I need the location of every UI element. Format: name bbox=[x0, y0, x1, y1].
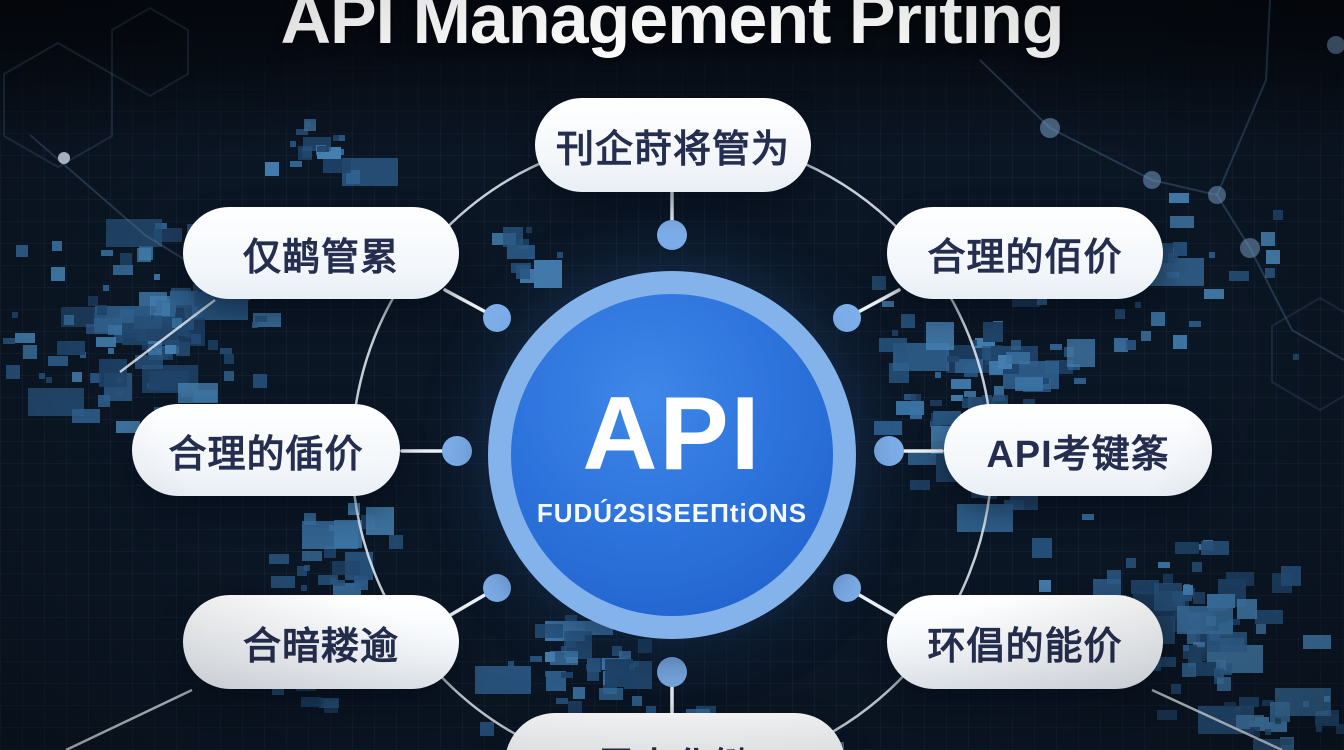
node-top: 刊企莳将管为 bbox=[535, 98, 811, 192]
constellation-dot bbox=[1240, 238, 1260, 258]
constellation-dot bbox=[1040, 118, 1060, 138]
node-bottom-right-label: 环倡的能价 bbox=[927, 625, 1123, 668]
api-hub-circle: API FUDÚ2SISEEΠtiONS bbox=[511, 294, 833, 616]
connector-dot-left bbox=[442, 436, 472, 466]
corner-lines bbox=[65, 299, 1283, 750]
node-bottom: 昆卡化键 bbox=[505, 713, 845, 750]
connector-dots bbox=[442, 220, 904, 687]
decor-line bbox=[1151, 688, 1283, 750]
hub-title: API bbox=[582, 375, 762, 492]
node-right: API考键筿 bbox=[944, 404, 1212, 496]
node-top-right: 合理的佰价 bbox=[887, 207, 1163, 299]
node-right-label: API考键筿 bbox=[986, 433, 1170, 476]
hexagon-outline bbox=[1271, 296, 1344, 412]
node-top-left: 仅鹋管累 bbox=[183, 207, 459, 299]
node-left: 合理的偛价 bbox=[132, 404, 400, 496]
node-top-left-label: 仅鹋管累 bbox=[242, 236, 399, 279]
node-left-label: 合理的偛价 bbox=[168, 433, 364, 476]
hexagon-outline bbox=[111, 6, 189, 98]
constellation-dots bbox=[58, 36, 1344, 258]
node-bottom-right: 环倡的能价 bbox=[887, 595, 1163, 689]
node-top-label: 刊企莳将管为 bbox=[555, 128, 790, 171]
connector-dot-top bbox=[657, 220, 687, 250]
hexagon-outline bbox=[3, 41, 113, 169]
connector-dot-topleft bbox=[483, 304, 511, 332]
decor-line bbox=[119, 299, 216, 373]
page-title: API Management Priting bbox=[280, 0, 1064, 58]
constellation-dot bbox=[58, 152, 70, 164]
constellation-line bbox=[1216, 0, 1271, 196]
node-bottom-label: 昆卡化键 bbox=[597, 736, 753, 750]
constellation-dot bbox=[1208, 186, 1226, 204]
decor-line bbox=[65, 688, 193, 750]
hub-subtitle: FUDÚ2SISEEΠtiONS bbox=[536, 497, 808, 528]
connector-dot-right bbox=[874, 436, 904, 466]
node-bottom-left-label: 合暗耧逾 bbox=[242, 625, 399, 668]
constellation-dot bbox=[1327, 36, 1344, 54]
connector-dot-bottomleft bbox=[483, 574, 511, 602]
connector-dot-bottomright bbox=[833, 574, 861, 602]
constellation-dot bbox=[1143, 171, 1161, 189]
connector-dot-topright bbox=[833, 304, 861, 332]
node-top-right-label: 合理的佰价 bbox=[927, 236, 1123, 279]
connector-dot-bottom bbox=[657, 657, 687, 687]
node-bottom-left: 合暗耧逾 bbox=[183, 595, 459, 689]
